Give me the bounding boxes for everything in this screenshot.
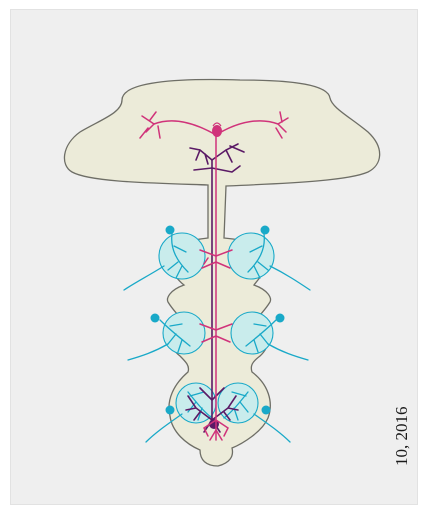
ascending-neuron-soma [212, 125, 222, 137]
neuropil-mid-left [163, 312, 205, 354]
soma-front-right [261, 226, 270, 235]
ascending-neuron-cellbody [212, 123, 222, 137]
neuropil-front-right [228, 233, 274, 279]
neuropil-mid-right [231, 312, 273, 354]
soma-hind-left [166, 406, 175, 415]
soma-mid-left [151, 314, 160, 323]
soma-front-left [166, 226, 175, 235]
soma-hind-right [262, 406, 271, 415]
date-label: 10, 2016 [393, 407, 410, 467]
soma-mid-right [276, 314, 285, 323]
neuropil-front-left [159, 233, 205, 279]
